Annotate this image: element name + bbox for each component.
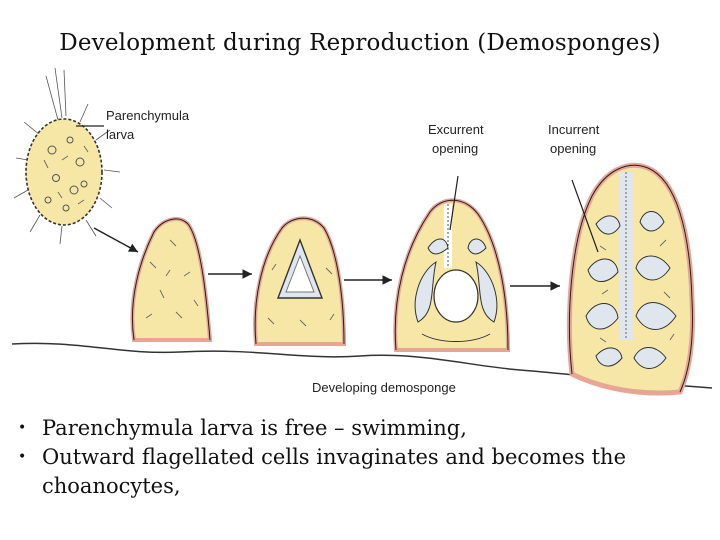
substrate-line bbox=[11, 342, 713, 389]
stage-developed-demosponge bbox=[566, 162, 695, 396]
larva-label-line2: larva bbox=[106, 127, 135, 142]
stage-invagination bbox=[253, 216, 347, 346]
bullet-text: Parenchymula larva is free – swimming, bbox=[42, 416, 467, 440]
bullet-list: • Parenchymula larva is free – swimming,… bbox=[18, 414, 708, 501]
bullet-dot: • bbox=[18, 420, 27, 436]
slide-title: Development during Reproduction (Demospo… bbox=[59, 30, 661, 56]
developing-demosponge-label: Developing demosponge bbox=[312, 380, 456, 395]
excurrent-label-line2: opening bbox=[432, 141, 478, 156]
stage-excurrent-opening bbox=[393, 198, 511, 352]
incurrent-label-line2: opening bbox=[550, 141, 596, 156]
sponge-development-diagram: Parenchymula larva bbox=[11, 67, 713, 396]
bullet-dot: • bbox=[18, 449, 27, 465]
excurrent-label-line1: Excurrent bbox=[428, 122, 484, 137]
bullet-item: • Parenchymula larva is free – swimming, bbox=[18, 414, 708, 443]
bullet-text: Outward flagellated cells invaginates an… bbox=[42, 445, 627, 498]
stage-settled-mass bbox=[130, 216, 213, 342]
bullet-item: • Outward flagellated cells invaginates … bbox=[18, 443, 708, 501]
parenchymula-larva bbox=[13, 67, 121, 245]
larva-label-line1: Parenchymula bbox=[106, 108, 190, 123]
incurrent-label-line1: Incurrent bbox=[548, 122, 600, 137]
